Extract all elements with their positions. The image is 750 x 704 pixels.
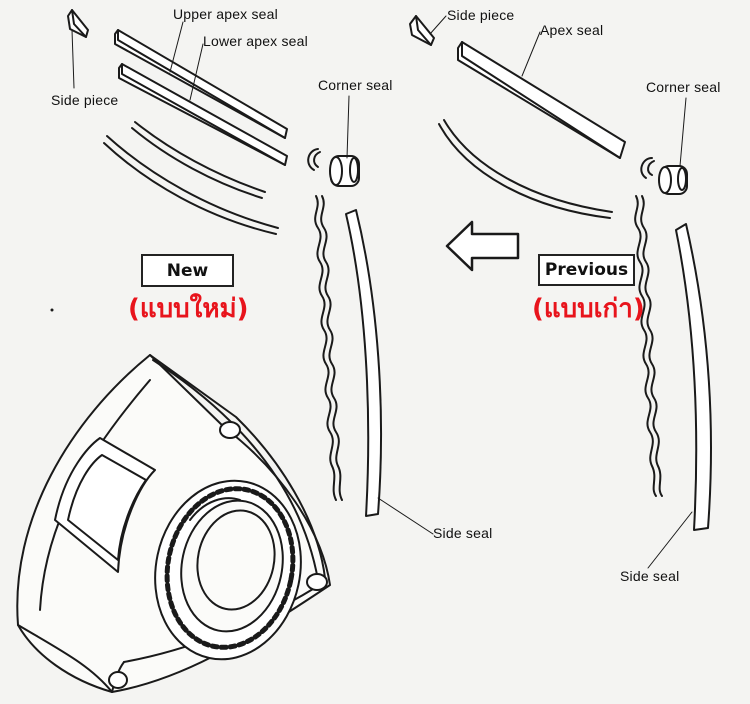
left-upper-apex-seal-leader	[169, 21, 184, 73]
left-spring-strip	[314, 195, 337, 501]
rotor-housing	[16, 354, 331, 693]
left-curved-seal-lower	[106, 135, 279, 229]
left-arrow-icon	[445, 220, 520, 272]
right-apex-seal-leader	[521, 31, 541, 77]
right-side-piece-leader	[429, 15, 447, 35]
left-lower-apex-seal-label: Lower apex seal	[203, 33, 308, 49]
right-corner-seal-part	[640, 157, 688, 195]
left-corner-seal-part	[307, 148, 360, 187]
left-corner-seal-label: Corner seal	[318, 77, 393, 93]
right-corner-seal-label: Corner seal	[646, 79, 721, 95]
previous-thai-caption: (แบบเก่า)	[532, 294, 645, 324]
right-apex-seal-label: Apex seal	[540, 22, 604, 38]
left-side-piece-part	[67, 9, 89, 38]
left-side-seal-part	[345, 209, 383, 517]
right-side-piece-part	[409, 15, 435, 46]
right-side-seal-part	[675, 223, 713, 531]
right-side-piece-label: Side piece	[447, 7, 515, 23]
left-upper-apex-seal-part	[114, 29, 288, 139]
left-lower-apex-seal-leader	[189, 43, 204, 101]
right-side-seal-leader	[647, 511, 693, 569]
new-caption-box: New	[141, 254, 234, 287]
previous-caption-box: Previous	[538, 254, 635, 286]
right-apex-seal-part	[457, 41, 626, 159]
right-curved-seal	[443, 119, 613, 213]
left-side-seal-leader	[377, 497, 434, 535]
left-upper-apex-seal-label: Upper apex seal	[173, 6, 278, 22]
left-side-piece-label: Side piece	[51, 92, 119, 108]
left-corner-seal-leader	[346, 95, 350, 159]
left-side-seal-label: Side seal	[433, 525, 493, 541]
right-side-seal-label: Side seal	[620, 568, 680, 584]
left-side-piece-leader	[71, 29, 75, 89]
left-lower-apex-seal-part	[118, 63, 288, 166]
new-thai-caption: (แบบใหม่)	[128, 294, 249, 324]
right-spring-strip	[634, 195, 657, 497]
right-corner-seal-leader	[679, 97, 687, 167]
left-curved-seal-upper	[134, 121, 266, 193]
